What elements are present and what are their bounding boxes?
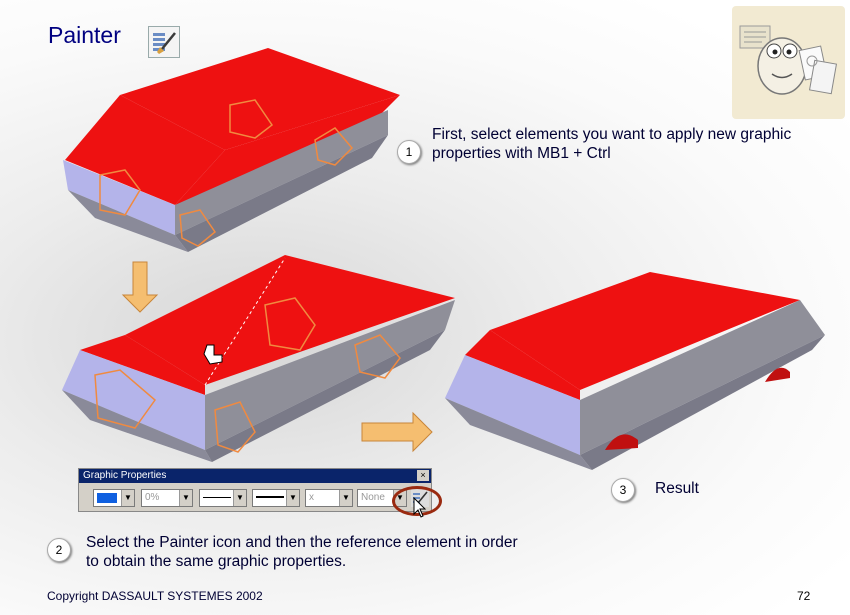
layer-value: None — [361, 492, 385, 503]
arrow-down-icon — [121, 261, 159, 313]
fill-color-swatch — [97, 493, 117, 503]
painter-icon-highlight — [392, 486, 442, 516]
step-3-caption: Result — [655, 480, 699, 497]
line-thickness-sample — [256, 496, 284, 499]
close-icon[interactable]: × — [417, 470, 429, 481]
step-2-badge: 2 — [47, 538, 71, 562]
toolbar-title: Graphic Properties — [83, 470, 167, 481]
step-1-badge: 1 — [397, 140, 421, 164]
graphic-properties-toolbar: Graphic Properties × ▼ 0% ▼ ▼ ▼ x ▼ None… — [78, 468, 432, 512]
chevron-down-icon: ▼ — [179, 490, 192, 506]
fill-color-combo[interactable]: ▼ — [93, 489, 135, 507]
transparency-value: 0% — [145, 492, 160, 503]
chevron-down-icon: ▼ — [286, 490, 299, 506]
mouse-pointer-icon — [413, 497, 427, 518]
slide-title: Painter — [48, 22, 121, 48]
arrow-right-icon — [361, 411, 433, 453]
chevron-down-icon: ▼ — [121, 490, 134, 506]
line-type-combo[interactable]: ▼ — [199, 489, 247, 507]
toolbar-titlebar[interactable]: Graphic Properties × — [79, 469, 431, 483]
copyright-text: Copyright DASSAULT SYSTEMES 2002 — [47, 589, 263, 603]
tip-mascot-illustration — [732, 6, 845, 119]
step-3-badge: 3 — [611, 478, 635, 502]
transparency-combo[interactable]: 0% ▼ — [141, 489, 193, 507]
point-symbol-value: x — [309, 492, 314, 503]
chevron-down-icon: ▼ — [233, 490, 246, 506]
line-thickness-combo[interactable]: ▼ — [252, 489, 300, 507]
line-type-sample — [203, 496, 231, 498]
painter-brush-icon[interactable] — [148, 26, 180, 58]
part-before-selection — [63, 48, 400, 252]
page-number: 72 — [797, 589, 811, 603]
point-symbol-combo[interactable]: x ▼ — [305, 489, 353, 507]
step-1-caption: First, select elements you want to apply… — [432, 126, 792, 162]
part-result — [445, 272, 825, 470]
chevron-down-icon: ▼ — [339, 490, 352, 506]
step-2-caption: Select the Painter icon and then the ref… — [86, 534, 518, 570]
hand-cursor-icon — [203, 344, 223, 365]
